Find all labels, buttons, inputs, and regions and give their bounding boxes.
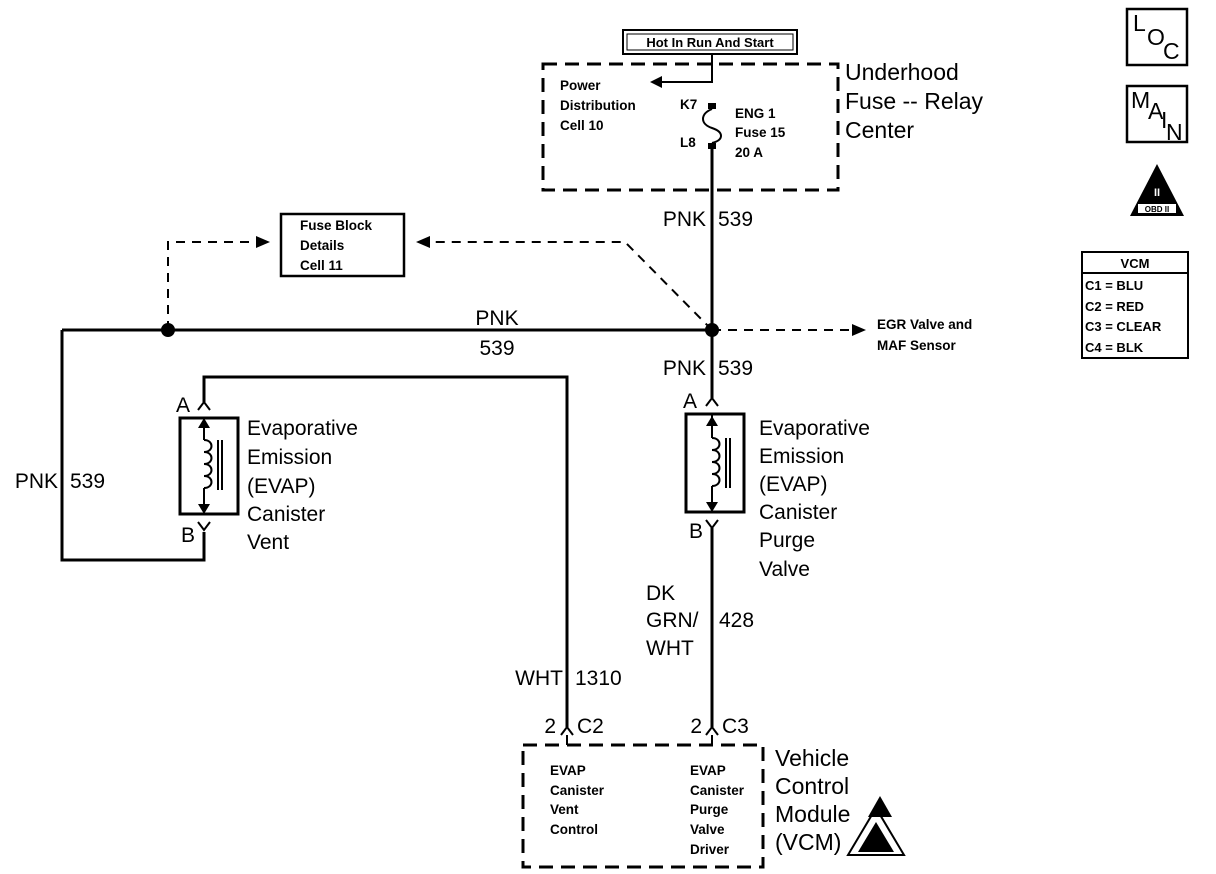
vent-pin-a: A xyxy=(176,394,190,417)
egr-ref-2: MAF Sensor xyxy=(877,338,957,353)
main-icon-a: A xyxy=(1148,98,1164,124)
fuse-icon xyxy=(702,108,722,144)
loc-icon-c: C xyxy=(1163,38,1180,64)
arrow-right-icon xyxy=(256,236,270,248)
vcm-title-3: Module xyxy=(775,801,850,827)
purge-pin-a: A xyxy=(683,390,697,413)
power-distribution-ref-1: Power xyxy=(560,78,601,93)
vcm-title-2: Control xyxy=(775,773,849,799)
arrow-left-icon xyxy=(416,236,430,248)
main-icon-n: N xyxy=(1166,119,1183,145)
arrow-left-icon xyxy=(650,76,662,88)
vent-label-4: Canister xyxy=(247,503,325,526)
purge-solenoid: A B xyxy=(683,390,746,543)
vent-label-2: Emission xyxy=(247,446,332,469)
power-distribution-ref-3: Cell 10 xyxy=(560,118,604,133)
vcm-connector-legend: VCM C1 = BLU C2 = RED C3 = CLEAR C4 = BL… xyxy=(1081,251,1189,359)
splice-dot xyxy=(161,323,175,337)
purge-pin-b: B xyxy=(689,520,703,543)
vcm-purge-label-2: Canister xyxy=(690,783,745,798)
fuse-center-title-2: Fuse -- Relay xyxy=(845,88,984,114)
purge-label-2: Emission xyxy=(759,445,844,468)
wire-pnk-label-purge: PNK xyxy=(663,357,706,380)
vcm-purge-label-4: Valve xyxy=(690,822,725,837)
vcm-purge-label-3: Purge xyxy=(690,802,729,817)
obd-ii-text: OBD II xyxy=(1145,205,1169,214)
wire-wht-label: WHT xyxy=(515,667,563,690)
legend-row: C1 = BLU xyxy=(1085,278,1143,293)
vcm-vent-label-2: Canister xyxy=(550,783,605,798)
wire-428-label: 428 xyxy=(719,609,754,632)
coil-icon xyxy=(711,437,721,487)
egr-ref-1: EGR Valve and xyxy=(877,317,972,332)
legend-row: C2 = RED xyxy=(1085,299,1144,314)
obd-ii-roman: II xyxy=(1154,187,1160,199)
loc-icon: L O C xyxy=(1125,7,1189,67)
fuse-block-ref-3: Cell 11 xyxy=(300,258,343,273)
vcm-vent-connector: C2 xyxy=(577,715,604,738)
coil-icon xyxy=(203,439,213,489)
legend-row: C4 = BLK xyxy=(1085,340,1144,355)
main-icon: M A I N xyxy=(1125,84,1189,145)
wire-pnk-label-bus: PNK xyxy=(475,307,518,330)
pin-l8-label: L8 xyxy=(680,135,696,150)
purge-label-4: Canister xyxy=(759,501,837,524)
loc-icon-l: L xyxy=(1133,10,1146,36)
arrow-right-icon xyxy=(852,324,866,336)
power-distribution-ref-2: Distribution xyxy=(560,98,636,113)
fuse-block-ref-2: Details xyxy=(300,238,344,253)
vcm-vent-label-3: Vent xyxy=(550,802,579,817)
wire-dkgrn-label-2: GRN/ xyxy=(646,609,699,632)
wire-pnk-label-top: PNK xyxy=(663,208,706,231)
fuse-label-2: Fuse 15 xyxy=(735,125,786,140)
vcm-vent-label-4: Control xyxy=(550,822,598,837)
vent-label-3: (EVAP) xyxy=(247,475,315,498)
vent-pin-b: B xyxy=(181,524,195,547)
hot-in-run-label: Hot In Run And Start xyxy=(646,35,774,50)
purge-label-5: Purge xyxy=(759,529,815,552)
wire-539-label-left: 539 xyxy=(70,470,105,493)
vcm-purge-pin: 2 xyxy=(690,715,702,738)
vent-label-1: Evaporative xyxy=(247,417,358,440)
wire-539-label-top: 539 xyxy=(718,208,753,231)
esd-warning-icon xyxy=(846,806,906,856)
vcm-box xyxy=(521,743,765,869)
main-icon-m: M xyxy=(1131,87,1150,113)
main-icon-i: I xyxy=(1161,107,1167,133)
wire-dkgrn-label-1: DK xyxy=(646,582,675,605)
vcm-purge-label-1: EVAP xyxy=(690,763,726,778)
vcm-title-4: (VCM) xyxy=(775,829,841,855)
fuse-block-ref-1: Fuse Block xyxy=(300,218,373,233)
vent-label-5: Vent xyxy=(247,531,289,554)
vcm-purge-label-5: Driver xyxy=(690,842,730,857)
wire-dkgrn-label-3: WHT xyxy=(646,637,694,660)
purge-label-6: Valve xyxy=(759,558,810,581)
vcm-title-1: Vehicle xyxy=(775,745,849,771)
fuse-label-1: ENG 1 xyxy=(735,106,776,121)
underhood-fuse-relay-center-box xyxy=(541,62,840,192)
vcm-purge-connector: C3 xyxy=(722,715,749,738)
loc-icon-o: O xyxy=(1147,24,1165,50)
fuse-block-details-box xyxy=(279,212,406,278)
purge-label-1: Evaporative xyxy=(759,417,870,440)
vcm-vent-pin: 2 xyxy=(544,715,556,738)
fuse-center-title-3: Center xyxy=(845,117,914,143)
wire-539-label-purge: 539 xyxy=(718,357,753,380)
wire-1310-label: 1310 xyxy=(575,667,622,690)
vent-solenoid: A B xyxy=(176,394,240,547)
obd-ii-icon: II OBD II xyxy=(1130,164,1184,216)
pin-k7-label: K7 xyxy=(680,97,697,112)
purge-label-3: (EVAP) xyxy=(759,473,827,496)
wire-pnk-label-left: PNK xyxy=(15,470,58,493)
wire-539-label-bus: 539 xyxy=(479,337,514,360)
fuse-center-title-1: Underhood xyxy=(845,59,959,85)
legend-title: VCM xyxy=(1121,256,1150,271)
vcm-vent-label-1: EVAP xyxy=(550,763,586,778)
legend-row: C3 = CLEAR xyxy=(1085,319,1162,334)
fuse-label-3: 20 A xyxy=(735,145,763,160)
hot-in-run-label-box: Hot In Run And Start xyxy=(622,29,798,55)
